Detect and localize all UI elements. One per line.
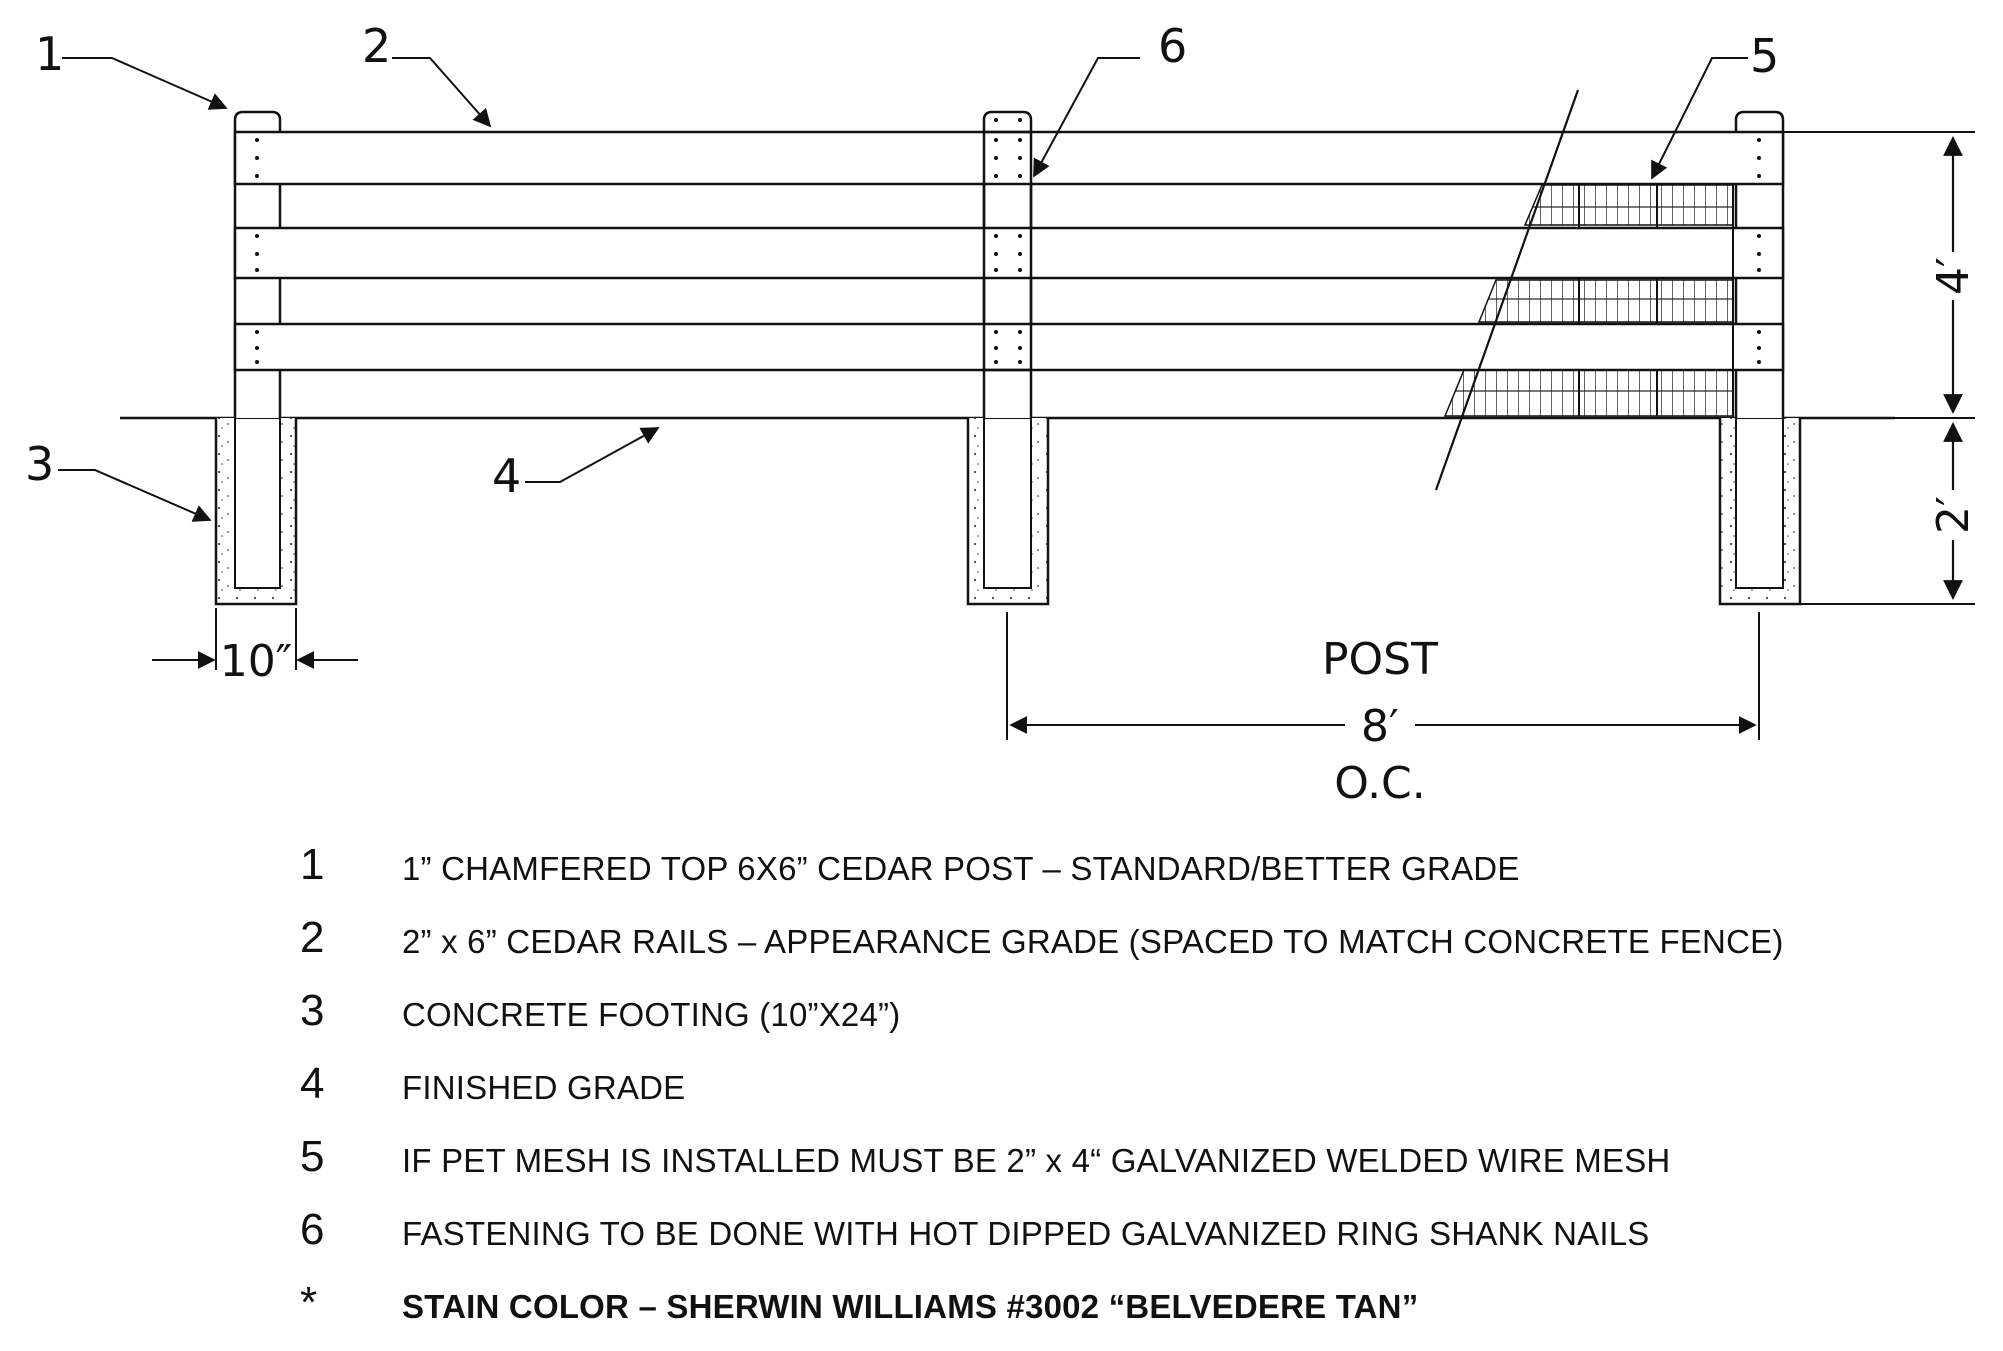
leader-5 xyxy=(1651,57,1748,180)
legend-number: 2 xyxy=(300,913,325,962)
break-line xyxy=(1434,89,1580,491)
legend-number: 5 xyxy=(300,1132,325,1181)
concrete-footing-center xyxy=(966,417,1050,606)
callout-2: 2 xyxy=(362,19,391,73)
dim-height-below: 2′ xyxy=(1928,496,1979,534)
legend-text: FINISHED GRADE xyxy=(402,1069,686,1106)
dim-post-spacing: 8′ xyxy=(1361,701,1399,752)
nail-marks xyxy=(255,118,1761,364)
dim-height-above: 4′ xyxy=(1928,257,1979,295)
leader-3 xyxy=(58,469,212,522)
leader-2 xyxy=(392,57,492,128)
legend-item: 3 CONCRETE FOOTING (10”X24”) xyxy=(290,986,1890,1059)
legend-number: 4 xyxy=(300,1059,325,1108)
legend-text: CONCRETE FOOTING (10”X24”) xyxy=(402,996,901,1033)
callout-4: 4 xyxy=(492,449,521,503)
dim-footing-width: 10″ xyxy=(220,636,292,687)
legend-number: 6 xyxy=(300,1205,325,1254)
legend-item: 2 2” x 6” CEDAR RAILS – APPEARANCE GRADE… xyxy=(290,913,1890,986)
legend-item: 5 IF PET MESH IS INSTALLED MUST BE 2” x … xyxy=(290,1132,1890,1205)
rail-middle xyxy=(233,226,1785,280)
legend-text: 1” CHAMFERED TOP 6X6” CEDAR POST – STAND… xyxy=(402,850,1520,887)
concrete-footing-right xyxy=(1718,417,1802,606)
rail-top xyxy=(233,130,1785,186)
legend-item: 4 FINISHED GRADE xyxy=(290,1059,1890,1132)
dim-post-label: POST xyxy=(1322,634,1438,685)
rails xyxy=(233,130,1785,418)
leader-1 xyxy=(62,57,228,110)
callout-5: 5 xyxy=(1750,29,1779,83)
legend-text: STAIN COLOR – SHERWIN WILLIAMS #3002 “BE… xyxy=(402,1288,1419,1325)
legend-number: * xyxy=(300,1278,318,1327)
legend-item: 1 1” CHAMFERED TOP 6X6” CEDAR POST – STA… xyxy=(290,840,1890,913)
legend-text: IF PET MESH IS INSTALLED MUST BE 2” x 4“… xyxy=(402,1142,1671,1179)
pet-mesh xyxy=(1443,184,1734,417)
legend-number: 3 xyxy=(300,986,325,1035)
leader-4 xyxy=(525,427,660,483)
callout-3: 3 xyxy=(25,437,54,491)
callout-1: 1 xyxy=(35,27,64,81)
legend-item-stain: * STAIN COLOR – SHERWIN WILLIAMS #3002 “… xyxy=(290,1278,1890,1351)
legend-text: 2” x 6” CEDAR RAILS – APPEARANCE GRADE (… xyxy=(402,923,1784,960)
callout-6: 6 xyxy=(1158,19,1187,73)
legend-text: FASTENING TO BE DONE WITH HOT DIPPED GAL… xyxy=(402,1215,1650,1252)
leader-6 xyxy=(1033,57,1140,178)
legend-item: 6 FASTENING TO BE DONE WITH HOT DIPPED G… xyxy=(290,1205,1890,1278)
post-center-front xyxy=(982,130,1033,372)
legend-number: 1 xyxy=(300,840,325,889)
concrete-footing-left xyxy=(214,417,298,606)
dim-post-oc: O.C. xyxy=(1334,758,1426,809)
notes-legend: 1 1” CHAMFERED TOP 6X6” CEDAR POST – STA… xyxy=(290,840,1890,1351)
rail-bottom xyxy=(233,322,1785,372)
